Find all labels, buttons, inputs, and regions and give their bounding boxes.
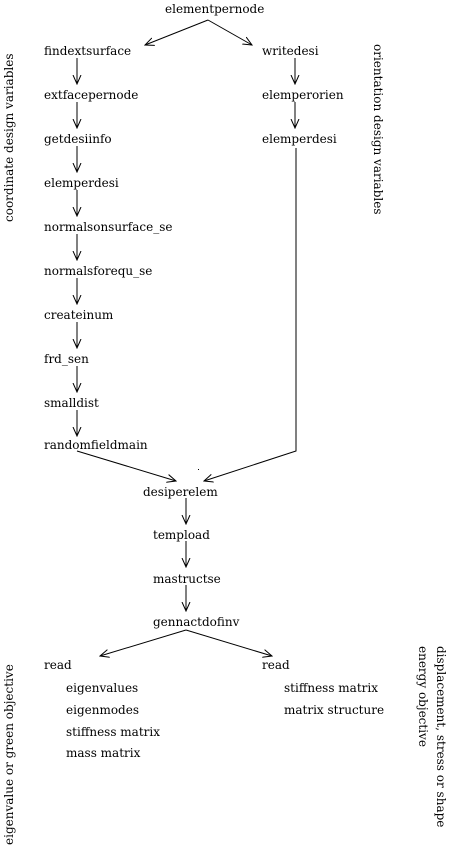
arrow-gennactdofinv-to-read-left — [100, 629, 187, 656]
arrow-gennactdofinv-to-read-right — [185, 629, 272, 656]
read-left-item-mass-matrix: mass matrix — [66, 746, 141, 760]
node-elementpernode: elementpernode — [165, 2, 265, 16]
node-elemperdesi-right: elemperdesi — [262, 132, 337, 146]
read-right-title: read — [262, 658, 290, 672]
read-left-item-stiffness-matrix: stiffness matrix — [66, 725, 161, 739]
node-createinum: createinum — [44, 308, 114, 322]
read-left-item-eigenmodes: eigenmodes — [66, 703, 139, 717]
node-findextsurface: findextsurface — [44, 44, 132, 58]
read-left-title: read — [44, 658, 72, 672]
read-left-item-eigenvalues: eigenvalues — [66, 681, 139, 695]
node-elemperdesi-left: elemperdesi — [44, 176, 119, 190]
arrow-elementpernode-to-findextsurface — [145, 19, 209, 45]
side-label-displacement-objective-line2: energy objective — [416, 646, 430, 747]
side-label-coordinate-design-variables: coordinate design variables — [2, 53, 16, 223]
node-frd-sen: frd_sen — [44, 352, 89, 366]
node-writedesi: writedesi — [262, 44, 319, 58]
node-gennactdofinv: gennactdofinv — [153, 615, 240, 629]
node-tempload: tempload — [153, 528, 210, 542]
arrow-elemperdesi-right-to-desiperelem — [204, 148, 297, 481]
arrow-randomfieldmain-to-desiperelem — [76, 450, 176, 481]
node-extfacepernode: extfacepernode — [44, 88, 139, 102]
arrow-elementpernode-to-writedesi — [207, 19, 252, 45]
stray-dot — [198, 469, 199, 470]
node-randomfieldmain: randomfieldmain — [44, 438, 148, 452]
node-smalldist: smalldist — [44, 396, 99, 410]
read-right-item-stiffness-matrix: stiffness matrix — [284, 681, 379, 695]
node-getdesiinfo: getdesiinfo — [44, 132, 112, 146]
node-desiperelem: desiperelem — [143, 485, 218, 499]
node-normalsonsurface-se: normalsonsurface_se — [44, 220, 173, 234]
read-right-item-matrix-structure: matrix structure — [284, 703, 385, 717]
side-label-displacement-objective-line1: displacement, stress or shape — [434, 646, 448, 828]
side-label-eigenvalue-objective: eigenvalue or green objective — [2, 664, 16, 845]
node-normalsforequ-se: normalsforequ_se — [44, 264, 153, 278]
node-mastructse: mastructse — [153, 572, 221, 586]
node-elemperorien: elemperorien — [262, 88, 344, 102]
side-label-orientation-design-variables: orientation design variables — [371, 44, 385, 215]
